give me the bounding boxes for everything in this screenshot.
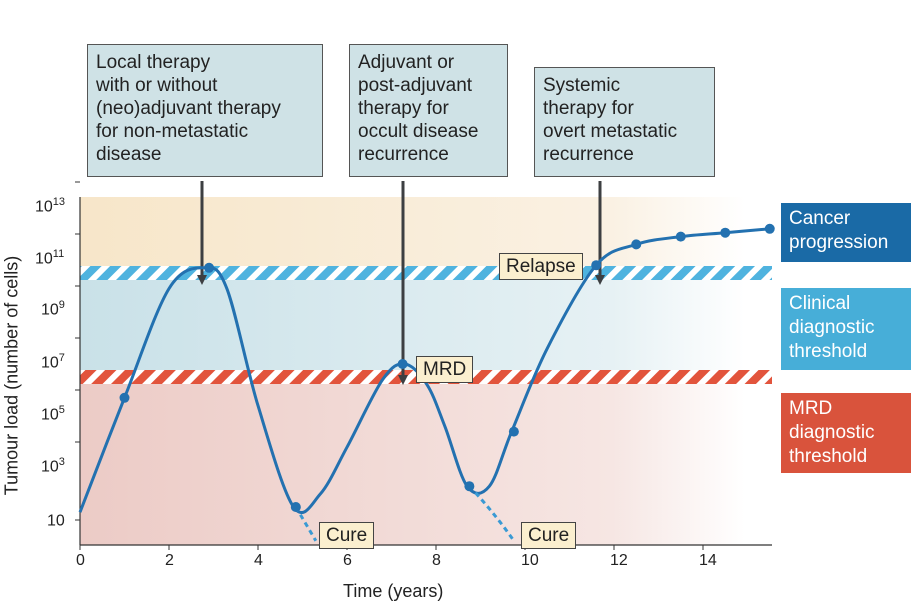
x-tick-label: 2: [165, 552, 174, 569]
x-tick-label: 4: [254, 552, 263, 569]
clinical-zone-band: [80, 273, 745, 377]
data-point: [464, 481, 475, 492]
callout-line: Adjuvant or: [358, 52, 455, 73]
cure-dashed-branch: [294, 506, 318, 542]
callout-line: recurrence: [543, 144, 634, 165]
data-point: [119, 392, 130, 403]
y-tick-label: 107: [41, 352, 65, 372]
data-point: [204, 262, 215, 273]
callout-line: (neo)adjuvant therapy: [96, 98, 281, 119]
x-tick-label: 0: [76, 552, 85, 569]
callout-line: for non-metastatic: [96, 121, 249, 142]
callout-local-therapy: Local therapy with or without (neo)adjuv…: [87, 44, 323, 177]
legend-line: Clinical: [789, 293, 851, 314]
y-tick-label: 1011: [35, 248, 65, 268]
callout-line: Local therapy: [96, 52, 211, 73]
x-tick-label: 10: [521, 552, 539, 569]
mrd-label: MRD: [416, 356, 474, 383]
x-tick-label: 14: [699, 552, 717, 569]
legend-cancer-progression: Cancer progression: [781, 203, 911, 262]
y-tick-label: 10: [47, 512, 65, 530]
data-point: [631, 239, 642, 250]
mrd-zone-band: [80, 377, 745, 545]
data-point: [720, 227, 731, 238]
callout-line: occult disease: [358, 121, 479, 142]
legend-line: threshold: [789, 341, 868, 362]
data-point: [675, 231, 686, 242]
callout-line: overt metastatic: [543, 121, 678, 142]
upper-band: [80, 197, 745, 273]
x-tick-label: 6: [343, 552, 352, 569]
data-point: [764, 223, 775, 234]
callout-line: recurrence: [358, 144, 449, 165]
y-tick-label: 109: [41, 299, 65, 319]
legend-mrd-threshold: MRD diagnostic threshold: [781, 393, 911, 473]
legend-line: threshold: [789, 446, 868, 467]
x-tick-label: 12: [610, 552, 628, 569]
legend-line: MRD: [789, 398, 833, 419]
legend-line: diagnostic: [789, 317, 875, 338]
legend-clinical-threshold: Clinical diagnostic threshold: [781, 288, 911, 370]
x-axis-title: Time (years): [343, 581, 444, 601]
callout-line: disease: [96, 144, 162, 165]
y-tick-label: 1013: [35, 196, 66, 216]
callout-line: Systemic: [543, 75, 621, 96]
callout-line: therapy for: [543, 98, 634, 119]
callout-adjuvant-therapy: Adjuvant or post-adjuvant therapy for oc…: [349, 44, 508, 177]
callout-line: with or without: [96, 75, 218, 96]
cure-label-second: Cure: [521, 522, 577, 549]
callout-line: post-adjuvant: [358, 75, 473, 96]
data-point: [508, 426, 519, 437]
legend-line: Cancer: [789, 208, 851, 229]
relapse-label: Relapse: [499, 253, 583, 280]
cure-dashed-branch: [468, 485, 516, 542]
y-axis-title: Tumour load (number of cells): [1, 255, 22, 496]
x-tick-label: 8: [432, 552, 441, 569]
y-tick-label: 103: [41, 456, 65, 476]
legend-line: diagnostic: [789, 422, 875, 443]
callout-systemic-therapy: Systemic therapy for overt metastatic re…: [534, 67, 715, 177]
y-tick-label: 105: [41, 404, 65, 424]
data-point: [397, 359, 408, 369]
legend-line: progression: [789, 232, 889, 253]
callout-line: therapy for: [358, 98, 449, 119]
cure-label-first: Cure: [319, 522, 375, 549]
data-point: [591, 260, 602, 271]
data-point: [290, 502, 301, 512]
